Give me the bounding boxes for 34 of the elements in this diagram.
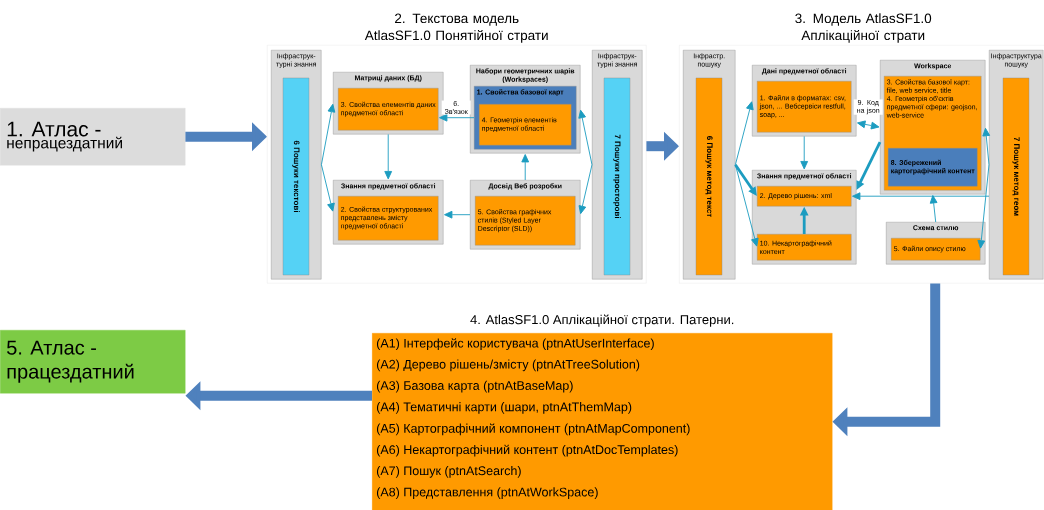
arrow	[982, 127, 991, 166]
panel-heading: 3. Модель AtlasSF1.0 Аплікаційної страти	[795, 13, 932, 43]
arrow	[521, 154, 530, 181]
arrow	[384, 133, 393, 180]
list-item: (A7) Пошук (ptnAtSearch)	[377, 466, 521, 478]
arrow	[734, 164, 759, 247]
list-item: (A5) Картографічний компонент (ptnAtMapComponent)	[377, 423, 690, 436]
arrow	[929, 195, 938, 223]
arrow	[734, 101, 754, 166]
list-item: (A2) Дерево рішень/змісту (ptnAtTreeSolution)	[377, 359, 640, 372]
list-item: (A6) Некартографічний контент (ptnAtDocTemplates)	[377, 444, 678, 457]
arrow	[444, 210, 471, 219]
result-box: 5. Атлас - працездатний	[0, 330, 186, 394]
vertical-text-bar: 7 Пошуки просторові	[603, 77, 631, 276]
arrow	[852, 192, 990, 201]
title-box: 1. Атлас - непрацездатний	[0, 108, 186, 166]
arrow	[320, 164, 335, 212]
panel-heading: 2. Текстова модель AtlasSF1.0 Понятійної страти	[364, 13, 548, 43]
arrow	[320, 103, 336, 166]
vertical-text-bar: 6 Пошуки текстові	[282, 77, 310, 276]
arrow	[578, 109, 593, 166]
vertical-text-bar: 6 Пошук метод текст	[695, 77, 723, 276]
list-item: (A1) Інтерфейс користувача (ptnAtUserInterface)	[377, 338, 654, 351]
arrow	[578, 164, 593, 215]
list-item: (A8) Представлення (ptnAtWorkSpace)	[377, 487, 598, 499]
arrow	[857, 120, 880, 130]
arrow	[977, 164, 990, 249]
list-item: (A3) Базова карта (ptnAtBaseMap)	[377, 380, 573, 393]
arrow	[800, 135, 809, 170]
arrow	[734, 163, 757, 196]
arrow	[439, 113, 475, 122]
list-item: (A4) Тематичні карти (шари, ptnAtThemMap)	[377, 402, 632, 414]
list-heading: 4. AtlasSF1.0 Аплікаційної страти. Патерни.	[470, 314, 734, 327]
vertical-text-bar: 7 Пошук метод геом	[1002, 77, 1030, 276]
